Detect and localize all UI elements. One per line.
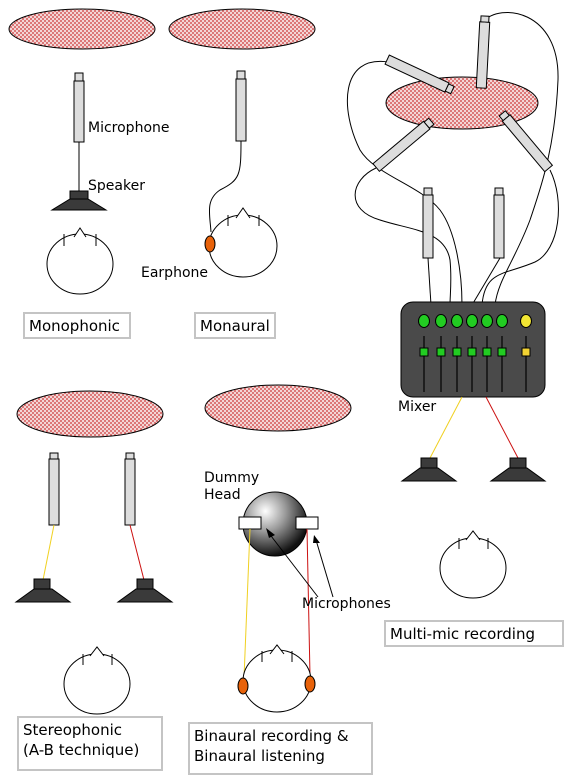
caption-stereophonic-line1: Stereophonic [23,721,123,739]
earphone-cable [208,140,242,233]
listener-head-icon [242,644,312,713]
caption-monophonic-text: Monophonic [29,317,120,335]
level-led [466,314,478,328]
speaker-label: Speaker [88,178,145,194]
microphone-icon [48,452,60,526]
microphone-icon [493,187,505,259]
microphone-icon [498,110,554,173]
speaker-icon [116,578,174,603]
left-output-wire [429,396,463,459]
caption-stereophonic: Stereophonic (A-B technique) [17,716,163,771]
speaker-icon [400,457,458,482]
microphone-icon [124,452,136,526]
stereophonic-panel [14,390,174,715]
level-led [451,314,463,328]
caption-binaural-line2: Binaural listening [194,747,325,765]
fader-knob [436,347,446,357]
sound-source-icon [204,384,352,432]
level-led [435,314,447,328]
microphone-icon [372,117,435,173]
speaker-icon [489,457,547,482]
level-led [496,314,508,328]
earphone-icon [304,675,316,693]
pointer-arrows [266,528,334,598]
microphone-icon [73,72,85,143]
earphone-label: Earphone [141,265,208,281]
right-output-wire [485,396,519,459]
microphone-icon [235,70,247,142]
caption-binaural-line1: Binaural recording & [194,727,349,745]
level-led [520,314,532,328]
earphone-icon [204,235,216,253]
microphone-icon [475,15,491,89]
left-wire [42,524,55,581]
microphone-icon [384,54,455,95]
listener-head-icon [63,646,131,715]
caption-monaural-text: Monaural [200,317,270,335]
listener-head-icon [439,530,507,599]
left-wire [243,528,251,679]
fader-knob [419,347,429,357]
microphone-icon [422,187,434,259]
left-microphone-icon [238,516,262,530]
sound-source-icon [168,8,316,50]
caption-multimic-text: Multi-mic recording [390,625,535,643]
fader-knob [482,347,492,357]
right-wire [129,524,145,581]
right-microphone-icon [295,516,319,530]
caption-multimic: Multi-mic recording [384,620,564,647]
binaural-panel [204,384,352,713]
dummy-head-label: Dummy Head [204,470,260,503]
speaker-icon [14,578,72,603]
monaural-panel [168,8,316,278]
multimic-panel [346,11,559,599]
microphone-label: Microphone [88,120,170,136]
fader-knob [497,347,507,357]
fader-knob [521,347,531,357]
level-led [418,314,430,328]
caption-binaural: Binaural recording & Binaural listening [188,722,373,775]
caption-monaural: Monaural [194,312,276,339]
fader-knob [452,347,462,357]
speaker-icon [50,190,108,211]
monophonic-panel [8,8,156,295]
fader-knob [467,347,477,357]
listener-head-icon [46,227,114,295]
right-wire [306,528,311,677]
microphones-label: Microphones [302,596,391,612]
sound-source-icon [16,390,164,438]
level-led [481,314,493,328]
caption-monophonic: Monophonic [23,312,131,339]
mixer-icon [400,301,546,398]
caption-stereophonic-line2: (A-B technique) [23,741,140,759]
mixer-label: Mixer [398,399,437,415]
mixer-channel-strips [418,314,532,392]
sound-source-icon [8,8,156,50]
earphone-icon [237,677,249,695]
mic-cables [346,11,559,306]
listener-head-icon [208,207,278,278]
